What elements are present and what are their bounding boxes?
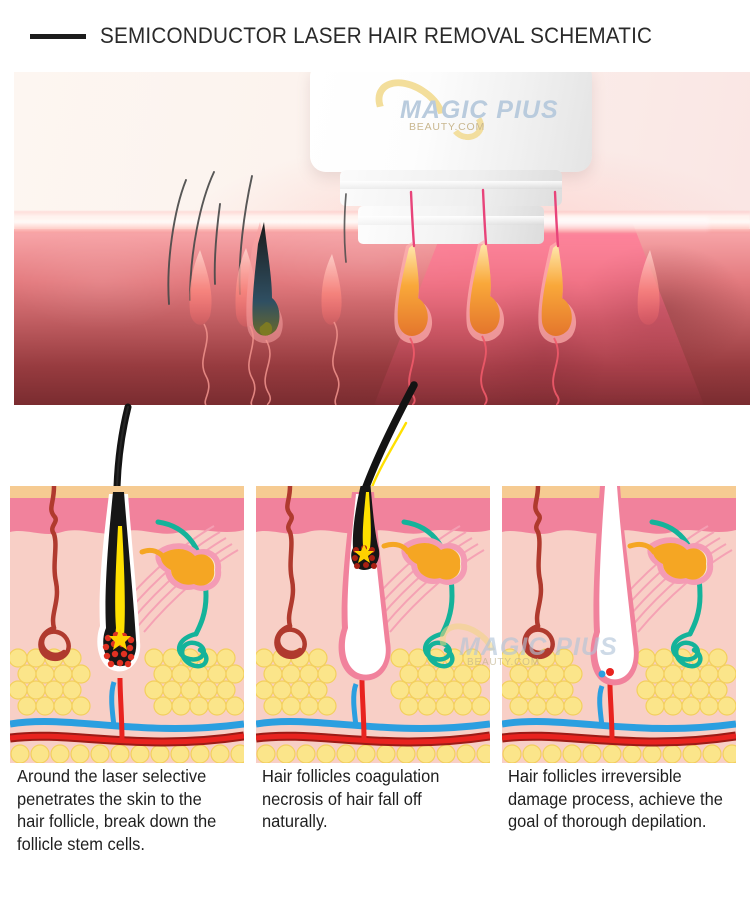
brand-site: BEAUTY.COM [409, 121, 486, 133]
hero-hair-follicles [167, 171, 660, 405]
panel1-hair-above-skin [113, 403, 132, 491]
panel2-skin-diagram [256, 486, 490, 763]
caption-stage-3: Hair follicles irreversible damage proce… [508, 766, 723, 831]
hero-brand-watermark: MAGIC PIUS BEAUTY.COM [354, 72, 584, 154]
page-title: SEMICONDUCTOR LASER HAIR REMOVAL SCHEMAT… [100, 23, 653, 48]
panel3-skin-diagram [502, 486, 736, 763]
panel1-skin-diagram [10, 486, 244, 763]
caption-stage-1: Around the laser selective penetrates th… [17, 766, 217, 854]
panel2-hair-lifting [362, 381, 418, 491]
laser-handpiece-tip [358, 206, 544, 244]
panel-follicle-intact[interactable] [10, 403, 244, 763]
hero-laser-illustration: MAGIC PIUS BEAUTY.COM [14, 72, 750, 405]
panel-follicle-coagulated[interactable] [256, 381, 490, 763]
brand-name: MAGIC PIUS [400, 96, 559, 124]
follicle-stage-panels: MAGIC PIUS BEAUTY.COM [0, 381, 750, 765]
caption-row: Around the laser selective penetrates th… [0, 765, 750, 902]
panel-follicle-destroyed[interactable] [502, 486, 736, 763]
laser-handpiece-midring [340, 170, 562, 206]
page-header: SEMICONDUCTOR LASER HAIR REMOVAL SCHEMAT… [0, 0, 750, 72]
header-dash-icon [30, 33, 86, 39]
caption-stage-2: Hair follicles coagulation necrosis of h… [262, 766, 440, 831]
laser-handpiece-body [310, 72, 592, 172]
